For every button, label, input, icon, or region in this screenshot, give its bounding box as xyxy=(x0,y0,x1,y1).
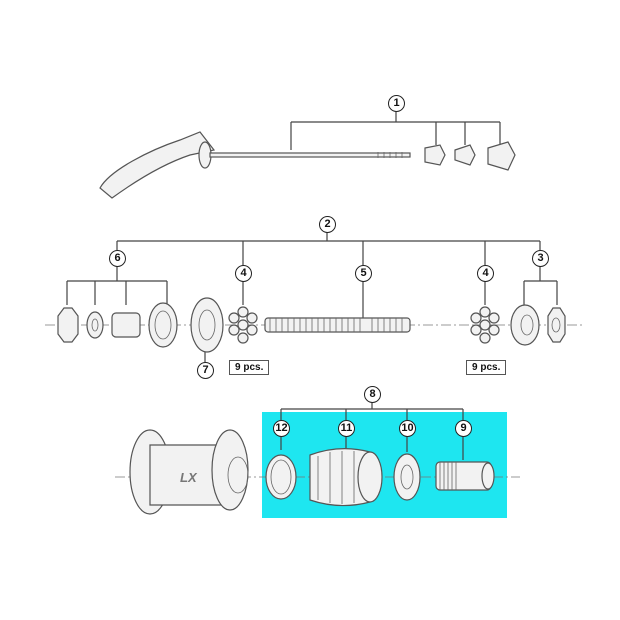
callout-6: 6 xyxy=(109,250,126,267)
quantity-label-left: 9 pcs. xyxy=(229,360,270,375)
hub-logo: LX xyxy=(180,470,198,485)
quantity-label-right: 9 pcs. xyxy=(466,360,507,375)
callout-4-left: 4 xyxy=(235,265,252,282)
ball-bearings-right xyxy=(470,306,500,344)
quick-release-skewer xyxy=(99,110,516,199)
axle-parts xyxy=(57,297,566,353)
callout-2: 2 xyxy=(319,216,336,233)
hub-body: LX xyxy=(129,429,249,515)
callout-12: 12 xyxy=(273,420,290,437)
callout-4-right: 4 xyxy=(477,265,494,282)
freehub-parts xyxy=(265,448,495,507)
callout-5: 5 xyxy=(355,265,372,282)
callout-3: 3 xyxy=(532,250,549,267)
callout-10: 10 xyxy=(399,420,416,437)
callout-9: 9 xyxy=(455,420,472,437)
callout-1: 1 xyxy=(388,95,405,112)
ball-bearings-left xyxy=(228,306,258,344)
callout-11: 11 xyxy=(338,420,355,437)
callout-8: 8 xyxy=(364,386,381,403)
callout-7: 7 xyxy=(197,362,214,379)
